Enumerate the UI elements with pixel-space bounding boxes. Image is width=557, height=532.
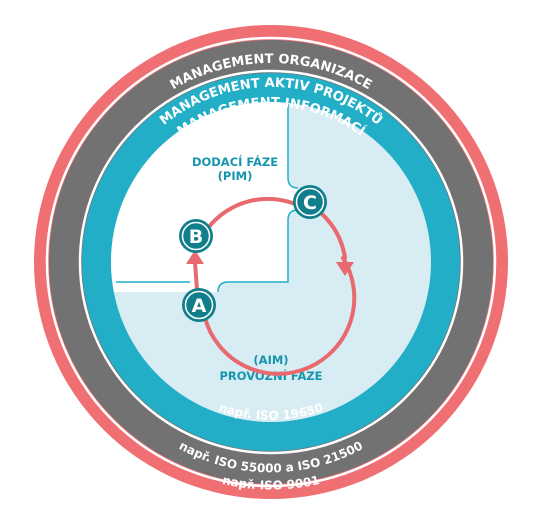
- badge-b: B: [179, 219, 213, 253]
- outer-ring-standard: např. ISO 9001: [221, 473, 321, 492]
- cycle-arc-right: [320, 212, 347, 260]
- badge-b-label: B: [189, 226, 203, 248]
- delivery-region-outline: [116, 104, 299, 293]
- delivery-phase-model: (PIM): [218, 169, 253, 183]
- badge-a-label: A: [192, 295, 207, 317]
- arrowhead-icon: [336, 262, 354, 276]
- delivery-phase-label: DODACÍ FÁZE: [192, 154, 278, 169]
- operational-phase-model: (AIM): [253, 353, 288, 367]
- cycle-arc-lower: [203, 256, 357, 376]
- cycle-arrow-icon: [186, 196, 357, 376]
- ring-separator-1: [45, 36, 497, 488]
- badge-c-label: C: [303, 192, 317, 214]
- badge-a: A: [182, 288, 216, 322]
- arrowhead-up-icon: [186, 250, 204, 264]
- badge-c: C: [293, 185, 327, 219]
- cycle-arc-upper: [206, 196, 302, 230]
- cycle-arc-left: [193, 260, 199, 292]
- ring-separator-2: [78, 69, 464, 455]
